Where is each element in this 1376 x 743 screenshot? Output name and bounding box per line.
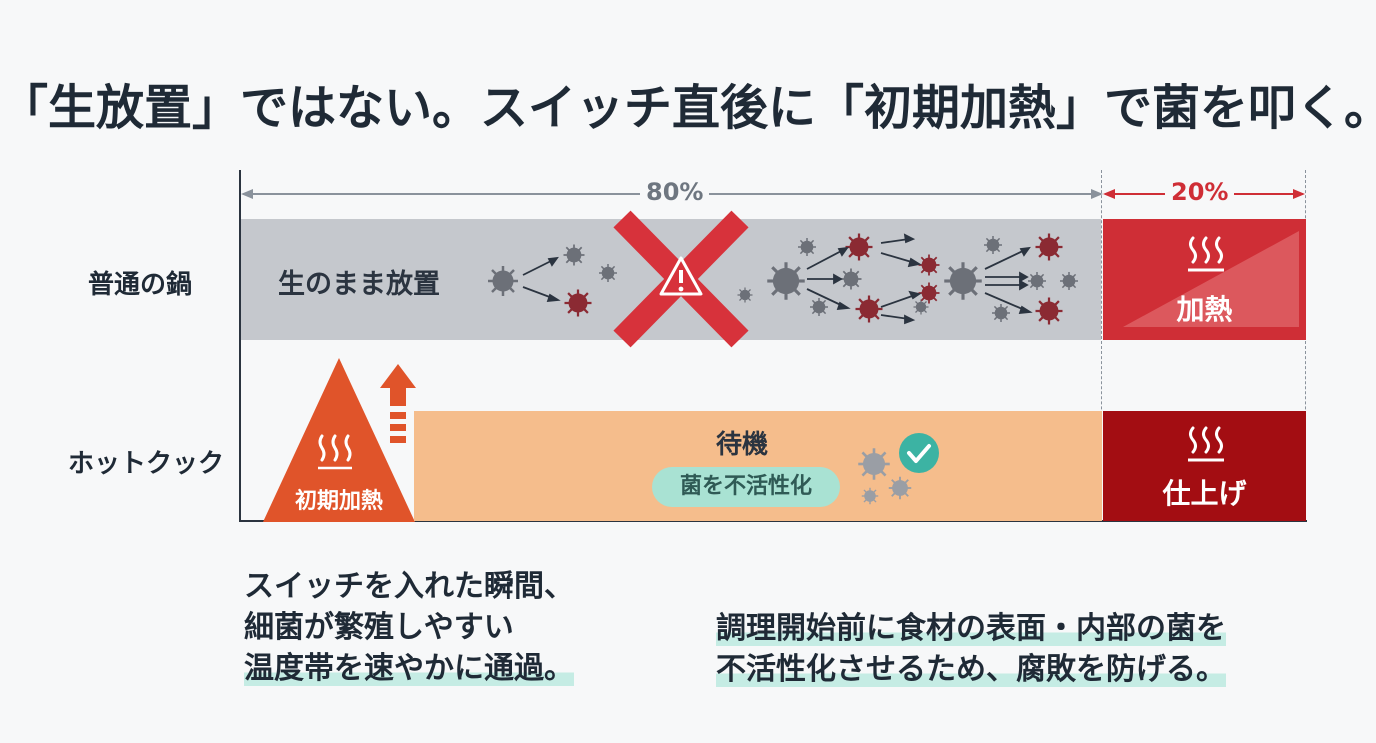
steam-icon: [1188, 236, 1224, 272]
caption-left-line-2: 細菌が繁殖しやすい: [244, 610, 514, 645]
page-title: 「生放置」ではない。スイッチ直後に「初期加熱」で菌を叩く。: [0, 80, 1376, 136]
arrow-up-icon: [380, 364, 416, 443]
x-axis: [239, 520, 1307, 522]
y-axis: [239, 170, 241, 522]
label-80-percent: 80%: [640, 178, 710, 206]
row-label-hotcook: ホットクック: [68, 449, 225, 479]
warning-icon: [659, 256, 703, 296]
steam-icon: [1188, 426, 1224, 462]
row-label-normal-pot: 普通の鍋: [88, 270, 193, 300]
dimension-lines: [241, 189, 1305, 199]
bar-standby-label: 待機: [716, 430, 769, 460]
bar-finishing-label: 仕上げ: [1162, 477, 1247, 510]
initial-heating-triangle: [263, 358, 415, 522]
check-icon: [899, 433, 939, 473]
caption-right: 調理開始前に食材の表面・内部の菌を 不活性化させるため、腐敗を防げる。: [716, 608, 1226, 690]
bacteria-growth-illustration: [486, 232, 1079, 326]
divider-80-20: [1101, 170, 1102, 520]
bar-raw-standing-label: 生のまま放置: [278, 269, 440, 300]
label-20-percent: 20%: [1165, 178, 1235, 206]
caption-left: スイッチを入れた瞬間、 細菌が繁殖しやすい 温度帯を速やかに通過。: [244, 566, 574, 689]
caption-left-line-1: スイッチを入れた瞬間、: [244, 569, 574, 604]
bar-heating-label: 加熱: [1176, 293, 1233, 326]
divider-right-edge: [1305, 170, 1306, 520]
caption-right-line-1: 調理開始前に食材の表面・内部の菌を: [716, 611, 1226, 646]
caption-left-line-3: 温度帯を速やかに通過。: [244, 651, 574, 686]
caption-right-line-2: 不活性化させるため、腐敗を防げる。: [716, 652, 1226, 687]
inactivate-badge: 菌を不活性化: [652, 467, 840, 507]
initial-heating-label: 初期加熱: [294, 489, 383, 514]
